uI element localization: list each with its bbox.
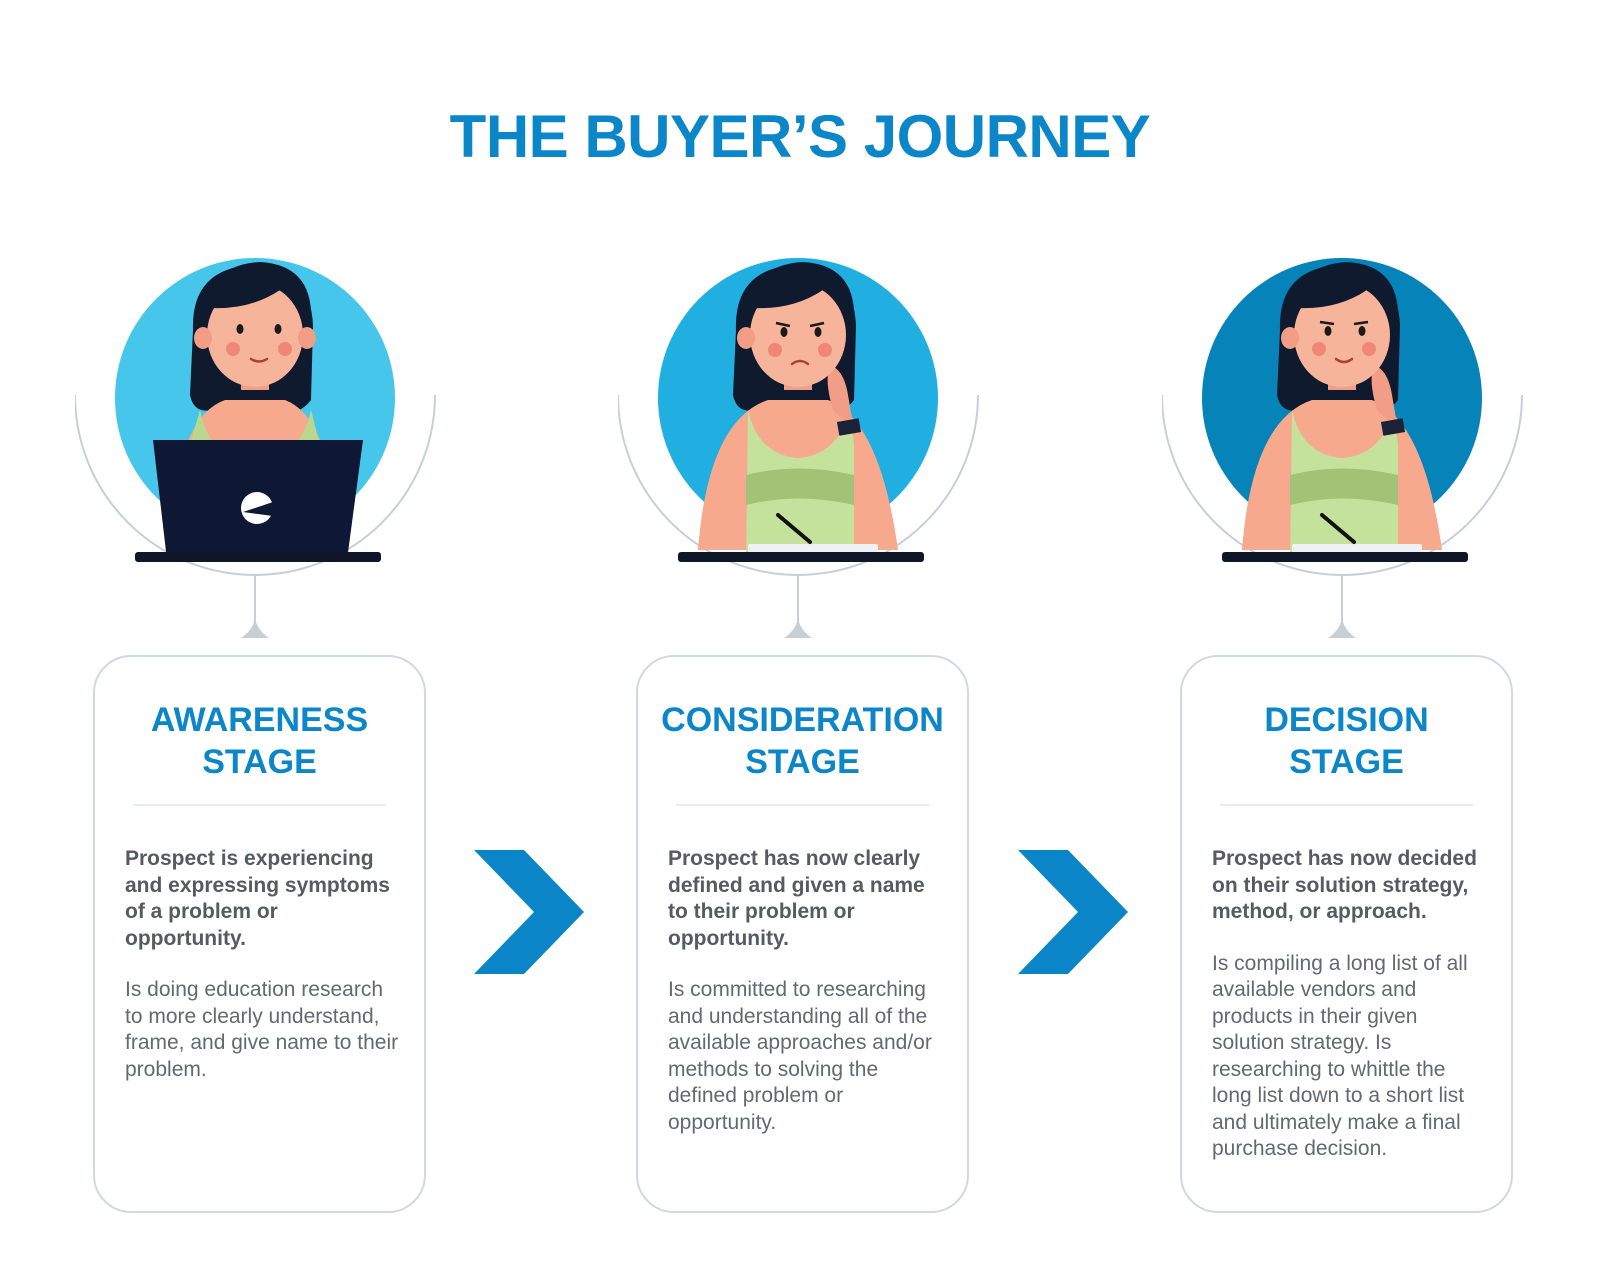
stage-title: AWARENESS STAGE — [150, 701, 369, 781]
woman-thinking-writing-illustration — [618, 258, 979, 638]
awareness-stage: AWARENESS STAGE Prospect is experiencing… — [75, 230, 455, 1220]
chevron-right-icon — [474, 850, 584, 974]
woman-with-laptop-illustration — [75, 258, 436, 638]
divider — [676, 804, 929, 806]
stage-description: Is doing education research to more clea… — [125, 978, 399, 1081]
stage-description: Is committed to researching and understa… — [668, 978, 932, 1134]
awareness-card: AWARENESS STAGE Prospect is experiencing… — [93, 655, 426, 1213]
stage-lead: Prospect has now clearly defined and giv… — [668, 846, 945, 1136]
divider — [133, 804, 386, 806]
stage-title: CONSIDERATION STAGE — [661, 701, 944, 781]
chevron-right-icon — [1018, 850, 1128, 974]
page-title: THE BUYER’S JOURNEY — [449, 103, 1151, 170]
divider — [1220, 804, 1473, 806]
decision-card: DECISION STAGE Prospect has now decided … — [1180, 655, 1513, 1213]
woman-smiling-writing-illustration — [1162, 258, 1523, 638]
decision-stage: DECISION STAGE Prospect has now decided … — [1162, 230, 1542, 1220]
stage-lead: Prospect is experiencing and expressing … — [125, 846, 402, 1083]
stage-lead: Prospect has now decided on their soluti… — [1212, 846, 1489, 1163]
consideration-card: CONSIDERATION STAGE Prospect has now cle… — [636, 655, 969, 1213]
consideration-stage: CONSIDERATION STAGE Prospect has now cle… — [618, 230, 998, 1220]
stage-title: DECISION STAGE — [1264, 701, 1429, 781]
stage-description: Is compiling a long list of all availabl… — [1212, 951, 1468, 1161]
